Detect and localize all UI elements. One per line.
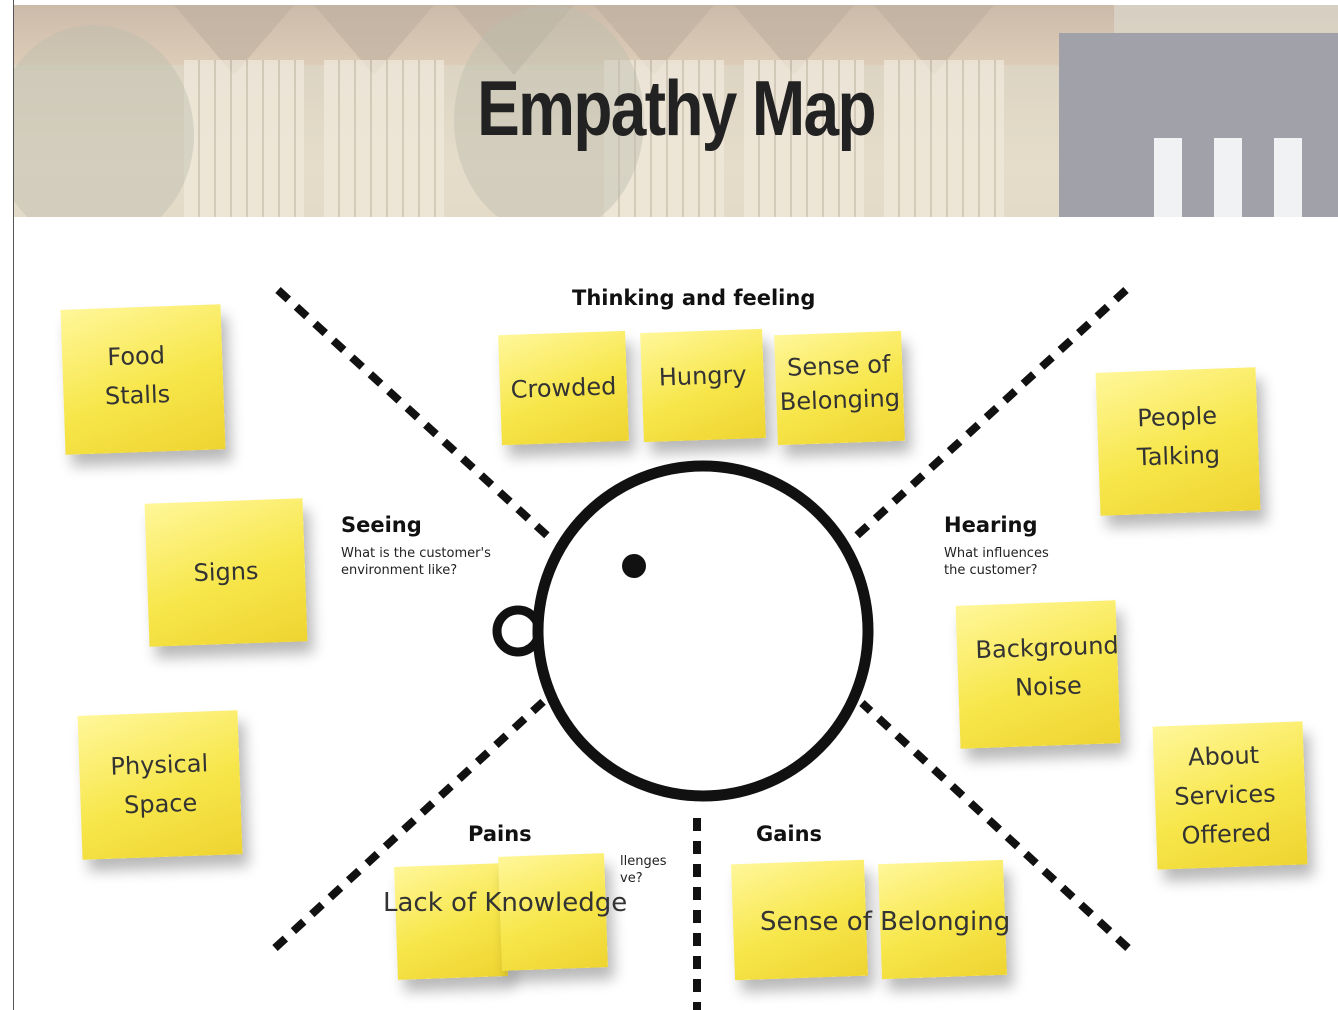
sticky-text: Crowded <box>510 371 617 404</box>
divider-bottom-left <box>272 697 548 951</box>
seeing-subtitle-line: environment like? <box>341 563 458 578</box>
sticky-text: Physical <box>110 749 209 781</box>
sticky-note-pains-back[interactable] <box>394 863 508 980</box>
seeing-subtitle: What is the customer's environment like? <box>341 545 491 579</box>
banner-veil <box>14 5 1338 217</box>
sticky-note-background-noise[interactable]: Background Noise <box>955 600 1121 749</box>
header-banner: Empathy Map <box>14 5 1338 217</box>
gains-heading: Gains <box>756 822 823 846</box>
sticky-text: People <box>1136 401 1218 432</box>
divider-bottom-right <box>859 700 1131 951</box>
banner-gable <box>454 5 574 75</box>
hearing-subtitle-line: What influences <box>944 546 1049 561</box>
divider-top-right <box>849 287 1129 543</box>
sticky-text: Noise <box>1014 670 1083 702</box>
hearing-subtitle-line: the customer? <box>944 563 1038 578</box>
sticky-note-physical-space[interactable]: Physical Space <box>77 710 243 860</box>
seeing-subtitle-line: What is the customer's <box>341 546 491 561</box>
sticky-text: Stalls <box>104 379 171 410</box>
sticky-note-people-talking[interactable]: People Talking <box>1095 367 1261 516</box>
sticky-note-sense-of-belonging-top[interactable]: Sense of Belonging <box>774 330 905 446</box>
banner-window <box>744 60 864 217</box>
thinking-heading: Thinking and feeling <box>572 286 816 310</box>
hearing-heading: Hearing <box>944 513 1038 537</box>
sticky-note-about-services[interactable]: About Services Offered <box>1152 721 1308 870</box>
banner-tower-window <box>1214 138 1242 217</box>
sticky-note-sense-of-belonging-bottom-text: Sense of Belonging <box>760 907 1011 937</box>
banner-tree <box>454 5 644 217</box>
sticky-text: Offered <box>1181 818 1272 850</box>
sticky-text: Sense of <box>786 350 891 382</box>
banner-window <box>184 60 304 217</box>
pains-subtitle-line: llenges <box>620 854 667 869</box>
sticky-note-food-stalls[interactable]: Food Stalls <box>60 304 226 455</box>
pains-subtitle-line: ve? <box>620 871 643 886</box>
left-border <box>13 0 14 1010</box>
sticky-text: Space <box>123 788 198 820</box>
sticky-text: Belonging <box>779 383 901 417</box>
sticky-note-crowded[interactable]: Crowded <box>498 330 629 446</box>
sticky-text: Signs <box>193 556 259 588</box>
sticky-text: Talking <box>1136 440 1221 471</box>
page-title: Empathy Map <box>477 64 876 152</box>
banner-building <box>1059 33 1338 217</box>
banner-window <box>604 60 724 217</box>
banner-window <box>324 60 444 217</box>
seeing-heading: Seeing <box>341 513 422 537</box>
sticky-text: Services <box>1173 779 1277 811</box>
head-eye <box>622 554 646 578</box>
banner-tower-window <box>1154 138 1182 217</box>
banner-window <box>884 60 1004 217</box>
hearing-subtitle: What influences the customer? <box>944 545 1049 579</box>
sticky-note-signs[interactable]: Signs <box>144 498 308 647</box>
pains-subtitle: llenges ve? <box>620 853 666 887</box>
sticky-note-lack-of-knowledge-text: Lack of Knowledge <box>383 888 628 918</box>
banner-tower-window <box>1274 138 1302 217</box>
pains-heading: Pains <box>468 822 532 846</box>
divider-top-left <box>275 287 555 543</box>
sticky-text: About <box>1187 740 1260 772</box>
sticky-text: Food <box>106 340 166 371</box>
sticky-note-hungry[interactable]: Hungry <box>640 328 766 443</box>
head-circle <box>532 460 874 802</box>
sticky-text: Hungry <box>658 360 748 392</box>
sticky-text: Background <box>975 630 1120 664</box>
banner-tree <box>14 25 194 217</box>
